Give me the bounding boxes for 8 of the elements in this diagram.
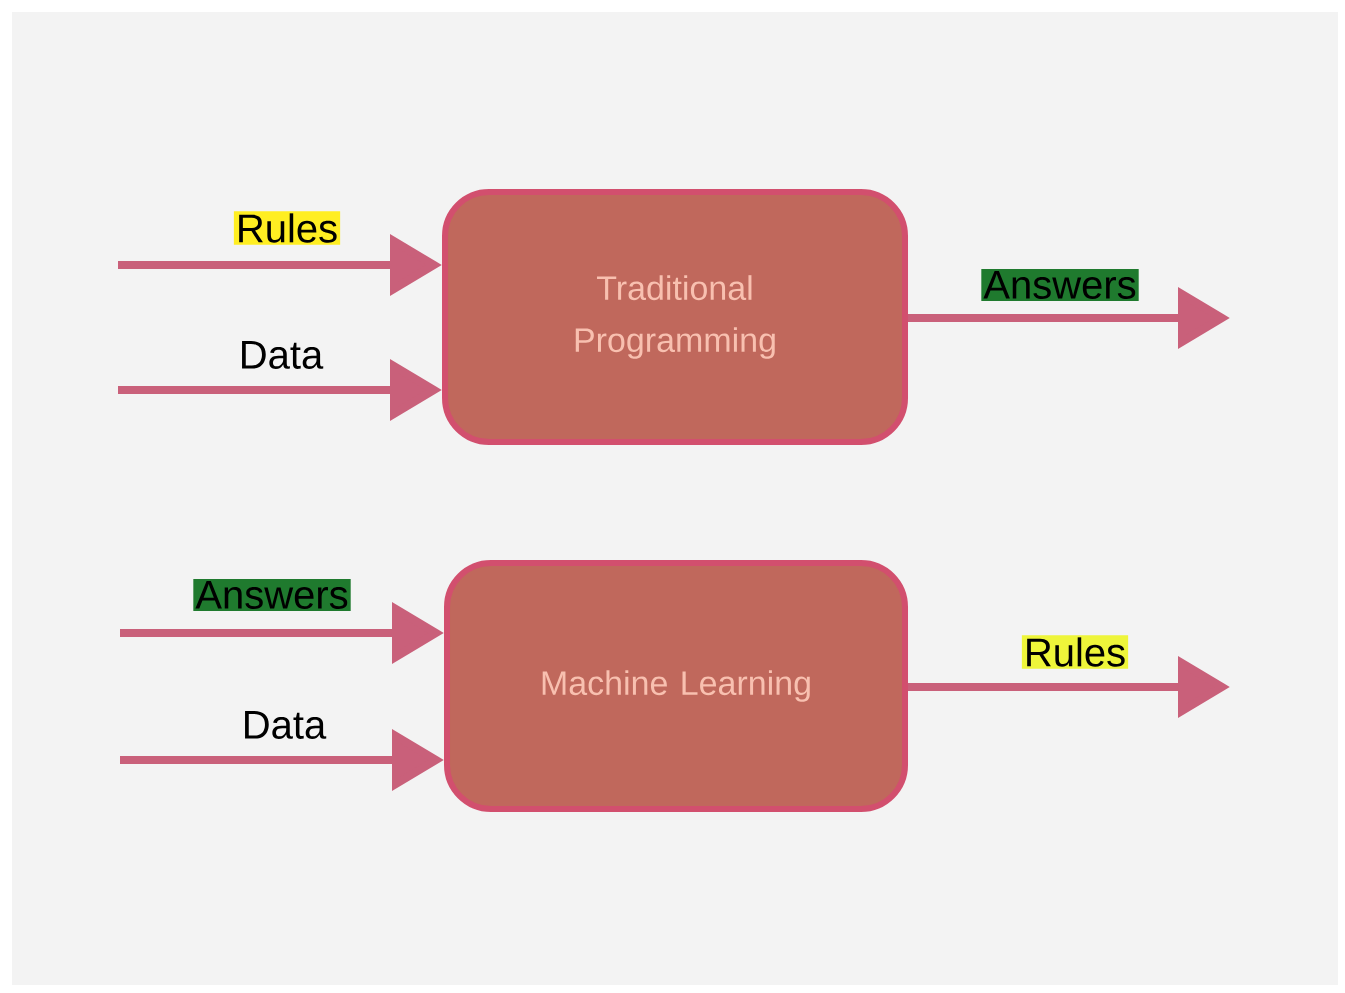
edge-label: Data <box>236 339 326 371</box>
edge-label: Answers <box>193 579 351 611</box>
edge-label: Data <box>239 709 329 741</box>
process-box: Machine Learning <box>444 560 908 812</box>
process-box: Traditional Programming <box>442 189 908 445</box>
edge-label: Answers <box>981 269 1139 301</box>
edge-label: Rules <box>233 211 341 245</box>
edge-label: Rules <box>1021 635 1129 669</box>
